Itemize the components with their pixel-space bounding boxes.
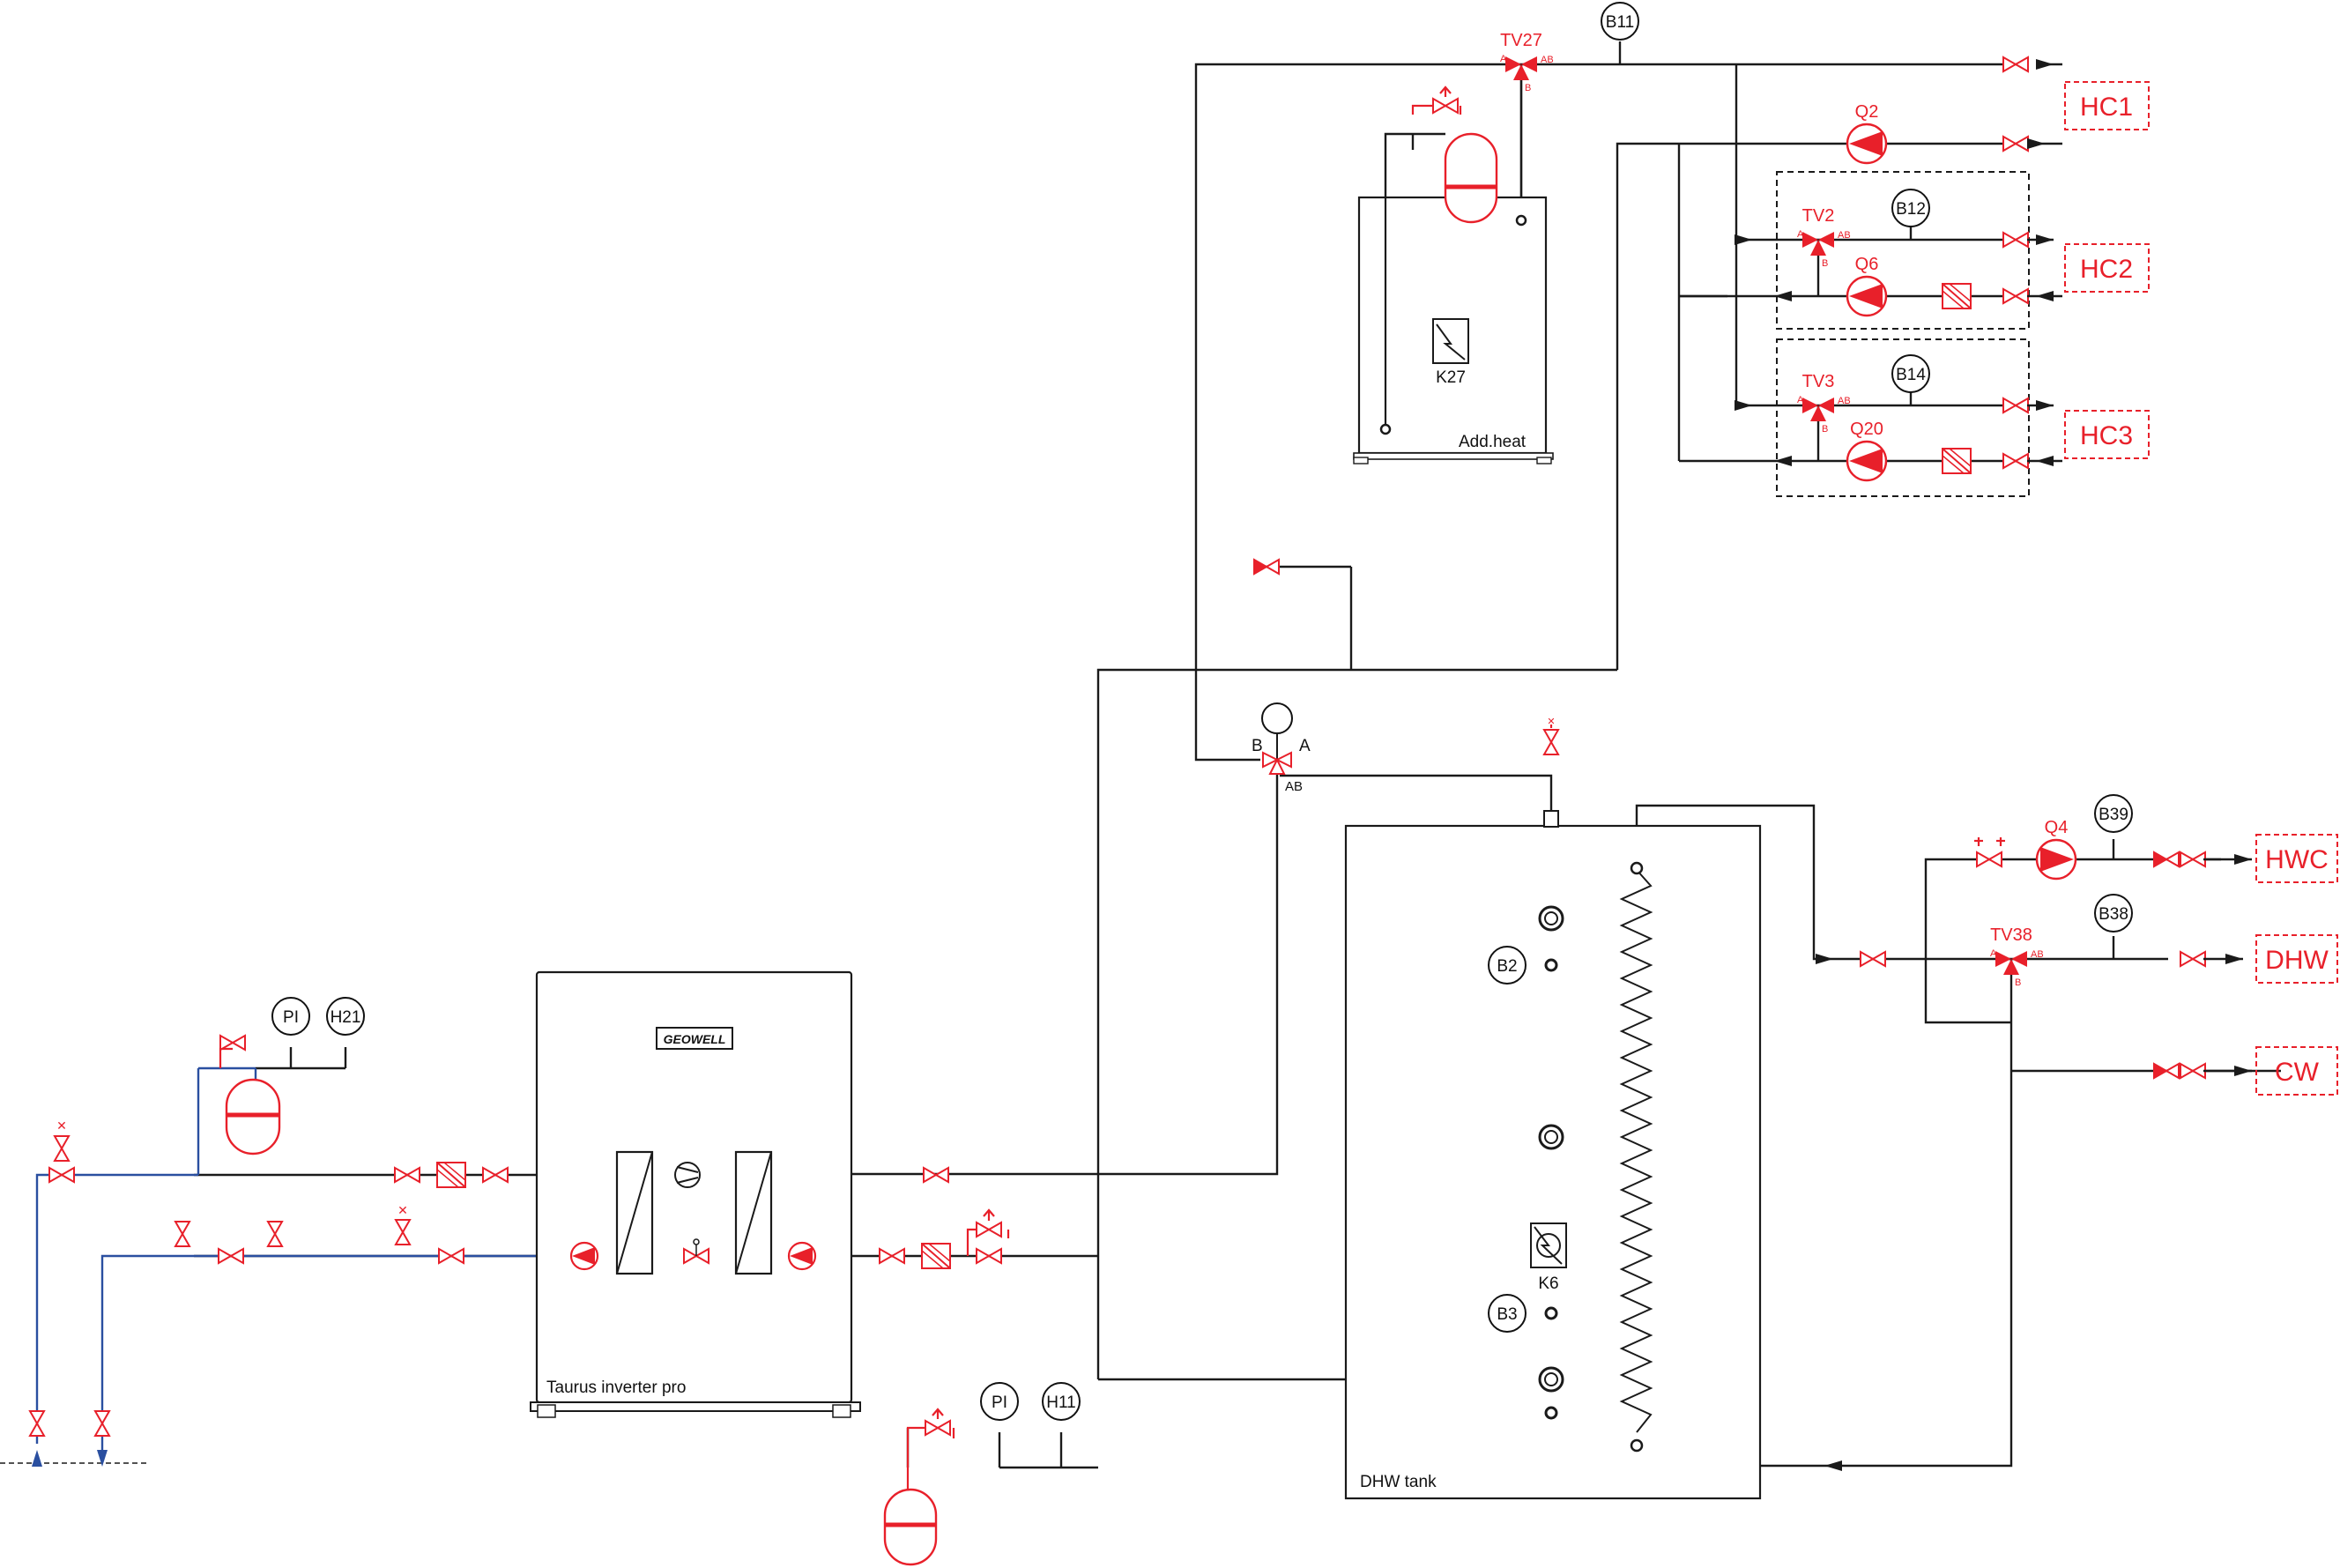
sensor-h21: H21 bbox=[326, 997, 365, 1036]
outlet-hc3: HC3 bbox=[2064, 410, 2150, 459]
fittings: ✕ ✕ ✕ bbox=[29, 56, 2206, 1566]
svg-text:A: A bbox=[1797, 229, 1804, 240]
pump-q4: Q4 bbox=[2035, 818, 2077, 881]
tank-heater-code: K6 bbox=[1538, 1274, 1558, 1293]
outlet-dhw: DHW bbox=[2255, 934, 2338, 984]
svg-text:B11: B11 bbox=[1606, 13, 1634, 32]
valve-tv27: TV27 A AB B bbox=[1500, 31, 1554, 93]
pump-q20: Q20 bbox=[1846, 420, 1888, 482]
sensor-b3: B3 bbox=[1488, 1294, 1527, 1333]
black-pipework bbox=[194, 41, 2281, 1469]
diverter-port-ab: AB bbox=[1285, 779, 1303, 794]
svg-text:AB: AB bbox=[2031, 949, 2044, 960]
gauge-pi-bottom: PI bbox=[980, 1382, 1019, 1421]
svg-text:TV3: TV3 bbox=[1802, 372, 1835, 391]
svg-text:HC3: HC3 bbox=[2080, 421, 2133, 450]
pump-q2: Q2 bbox=[1846, 102, 1888, 165]
sensor-h11: H11 bbox=[1042, 1382, 1081, 1421]
gauge-pi-left: PI bbox=[271, 997, 310, 1036]
outlet-cw: CW bbox=[2255, 1046, 2338, 1096]
svg-text:B: B bbox=[1822, 258, 1828, 269]
outlet-hc1: HC1 bbox=[2064, 81, 2150, 130]
svg-text:B2: B2 bbox=[1497, 957, 1517, 976]
svg-text:TV2: TV2 bbox=[1802, 206, 1835, 226]
svg-text:Q20: Q20 bbox=[1850, 420, 1883, 439]
sensor-b39: B39 bbox=[2094, 794, 2133, 833]
dhw-tank: DHW tank K6 bbox=[1344, 810, 1762, 1500]
sensor-b2: B2 bbox=[1488, 946, 1527, 985]
svg-text:TV38: TV38 bbox=[1990, 925, 2032, 945]
svg-text:B: B bbox=[2015, 977, 2021, 988]
hc3-group bbox=[1776, 338, 2030, 497]
svg-text:B: B bbox=[1525, 83, 1531, 93]
svg-text:B3: B3 bbox=[1497, 1305, 1517, 1324]
tank-heater-icon bbox=[1530, 1222, 1567, 1268]
heat-pump-unit: GEOWELL Taurus inverter pro bbox=[530, 970, 861, 1418]
brine-pump-icon bbox=[569, 1241, 599, 1271]
boiler-code: K27 bbox=[1436, 368, 1466, 387]
svg-text:AB: AB bbox=[1838, 230, 1851, 241]
boiler-expansion-vessel bbox=[1411, 85, 1498, 224]
heat-pump-label: Taurus inverter pro bbox=[546, 1379, 686, 1397]
expansion-valve-icon bbox=[683, 1238, 709, 1264]
svg-text:A: A bbox=[1990, 948, 1997, 959]
svg-text:DHW: DHW bbox=[2265, 946, 2329, 975]
valve-tv3: TV3 A AB B bbox=[1797, 372, 1851, 435]
brand-logo: GEOWELL bbox=[656, 1027, 733, 1050]
additional-heater: K27 Add.heat bbox=[1353, 196, 1554, 464]
svg-text:Q2: Q2 bbox=[1855, 102, 1879, 122]
svg-text:PI: PI bbox=[992, 1393, 1007, 1412]
svg-text:H21: H21 bbox=[331, 1008, 361, 1027]
valve-tv2: TV2 A AB B bbox=[1797, 206, 1851, 269]
heater-element-icon bbox=[1432, 318, 1469, 364]
hc2-group bbox=[1776, 171, 2030, 330]
svg-text:CW: CW bbox=[2275, 1058, 2320, 1087]
compressor-icon bbox=[674, 1162, 701, 1188]
outlet-hc2: HC2 bbox=[2064, 243, 2150, 293]
svg-text:Q6: Q6 bbox=[1855, 255, 1879, 274]
flow-arrows bbox=[1735, 59, 2252, 1471]
svg-text:GEOWELL: GEOWELL bbox=[664, 1032, 726, 1046]
valve-tv38: TV38 A AB B bbox=[1990, 925, 2044, 988]
svg-text:B: B bbox=[1822, 424, 1828, 435]
svg-text:✕: ✕ bbox=[397, 1203, 408, 1217]
svg-text:B39: B39 bbox=[2099, 806, 2128, 824]
svg-text:AB: AB bbox=[1541, 55, 1554, 65]
diverter-valve bbox=[1262, 751, 1292, 775]
svg-text:HC1: HC1 bbox=[2080, 93, 2133, 122]
svg-text:B14: B14 bbox=[1896, 366, 1926, 384]
svg-text:AB: AB bbox=[1838, 396, 1851, 406]
svg-text:HC2: HC2 bbox=[2080, 255, 2133, 284]
boiler-label: Add.heat bbox=[1459, 433, 1527, 451]
svg-text:H11: H11 bbox=[1046, 1393, 1075, 1412]
svg-text:Q4: Q4 bbox=[2045, 818, 2069, 837]
svg-text:TV27: TV27 bbox=[1500, 31, 1542, 50]
sensor-b14: B14 bbox=[1891, 354, 1930, 393]
svg-text:B12: B12 bbox=[1896, 200, 1926, 219]
tank-label: DHW tank bbox=[1360, 1473, 1437, 1491]
svg-text:A: A bbox=[1797, 395, 1804, 405]
svg-text:HWC: HWC bbox=[2265, 845, 2329, 874]
pump-q6: Q6 bbox=[1846, 255, 1888, 317]
svg-text:B38: B38 bbox=[2099, 905, 2128, 924]
svg-text:PI: PI bbox=[283, 1008, 299, 1027]
sensor-b12: B12 bbox=[1891, 189, 1930, 227]
diverter-port-a: A bbox=[1299, 737, 1311, 755]
diverter-actuator-icon bbox=[1261, 702, 1293, 734]
heating-pump-icon bbox=[787, 1241, 817, 1271]
sensor-b11: B11 bbox=[1601, 2, 1639, 41]
svg-text:✕: ✕ bbox=[56, 1118, 67, 1133]
svg-text:A: A bbox=[1500, 54, 1507, 64]
outlet-hwc: HWC bbox=[2255, 834, 2338, 883]
diverter-port-b: B bbox=[1252, 737, 1263, 755]
sensor-b38: B38 bbox=[2094, 894, 2133, 933]
svg-text:✕: ✕ bbox=[1547, 717, 1555, 727]
